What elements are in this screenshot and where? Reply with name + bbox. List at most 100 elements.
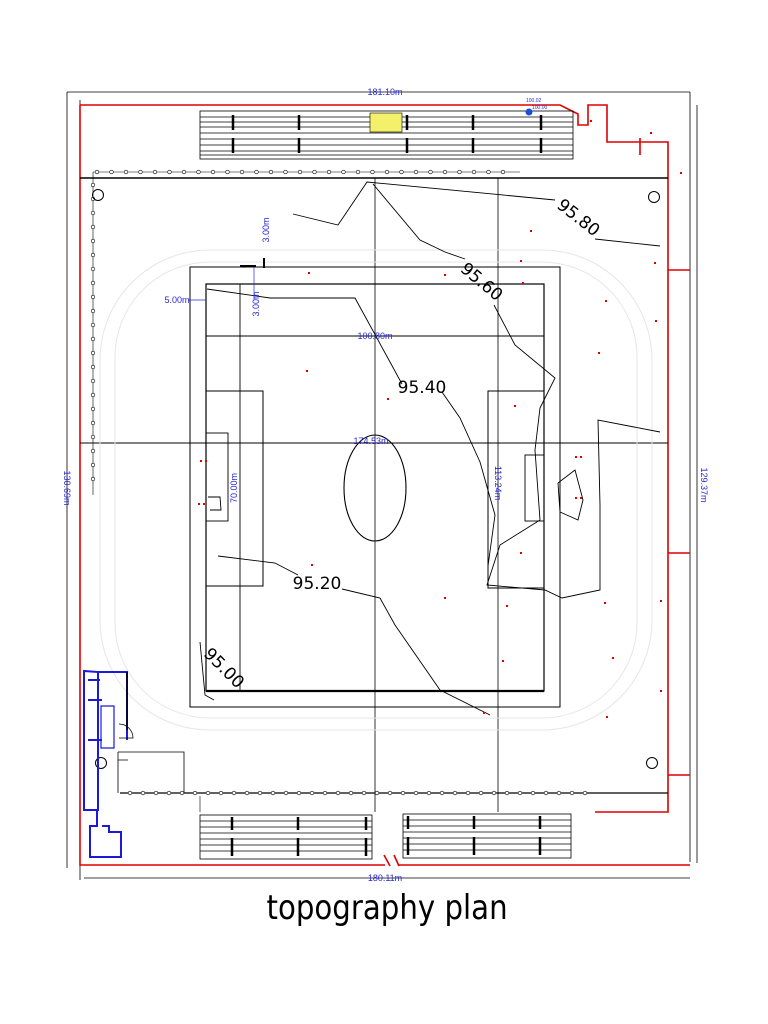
spot-level-marker [444,274,446,276]
center-line-dimension: 174.53m [353,436,388,446]
dimension-frame [66,91,698,880]
spot-level-marker [575,497,577,499]
fence-post [283,169,288,175]
fence-post [152,169,158,175]
fence-post [452,790,458,796]
fence-post [90,238,96,244]
fence-post [90,462,96,468]
fence-post [127,790,133,796]
fence-post [341,169,346,175]
fence-post [90,420,96,426]
south-grandstand-west [199,814,373,860]
fence-post [90,210,96,216]
fence-post [90,364,96,370]
penalty-height-dimension: 70.00m [229,473,239,503]
spot-level-marker [580,497,582,499]
spot-level-marker [198,503,200,505]
contour-label-9540: 95.40 [398,378,447,398]
south-grandstand-east [402,813,572,859]
spot-level-marker [660,690,662,692]
main-lines [80,177,668,812]
fence-post [374,790,380,796]
spot-level-marker [604,602,606,604]
offset-dimension-left: 5.00m [164,295,189,305]
fence-post [491,790,497,796]
spot-level-marker [502,660,504,662]
north-fence [93,169,520,175]
fence-post [231,790,237,796]
benchmark-icon [525,108,533,116]
spot-level-marker [655,320,657,322]
fence-post [439,790,445,796]
field-height-dimension: 113.24m [493,466,503,500]
spot-level-marker [483,712,485,714]
fence-post [90,476,96,482]
fence-post [90,252,96,258]
north-grandstand [199,110,574,160]
spot-level-marker [506,605,508,607]
fence-post [543,790,549,796]
fence-post [400,790,406,796]
drawing-caption: topography plan [266,888,508,928]
fence-post [90,182,96,188]
spot-level-marker [306,370,308,372]
spot-level-marker [311,564,313,566]
fence-post [387,790,393,796]
running-track [99,249,653,731]
spot-level-marker [606,716,608,718]
fence-post [109,169,114,175]
fence-post [90,434,96,440]
fence-post [384,169,390,175]
fence-post [140,790,146,796]
fence-post [582,790,588,796]
spot-level-marker [205,460,207,462]
top-width-dimension: 181.10m [367,87,402,97]
spot-level-marker [530,230,532,232]
fence-post [166,790,172,796]
spot-level-marker [650,132,652,134]
fence-post [90,266,96,272]
fence-post [244,790,250,796]
fence-post [504,790,510,796]
benchmark: 100.02 100.00 [525,98,548,116]
fence-post [239,169,245,175]
fence-post [442,169,448,175]
fence-post [530,790,536,796]
fence-post [196,169,201,175]
fence-post [296,790,302,796]
fence-post [257,790,263,796]
floodlight-masts [92,189,660,769]
fence-post [478,790,484,796]
fence-post [192,790,198,796]
service-building [83,669,185,858]
fence-post [225,169,230,175]
fence-post [94,169,100,175]
fence-post [138,169,143,175]
spot-level-marker [387,398,389,400]
fence-post [297,169,303,175]
fence-post [486,169,491,175]
right-height-dimension: 129.37m [699,467,709,502]
fence-post [326,169,332,175]
contour-lines [199,181,661,716]
fence-post [90,448,96,454]
fence-post [167,169,172,175]
fence-post [348,790,354,796]
fence-post [268,169,274,175]
south-fence [127,790,600,796]
field-width-dimension: 100.80m [357,331,392,341]
contour-label-9580: 95.80 [553,195,604,241]
fence-post [123,169,129,175]
fence-post [283,790,289,796]
spot-level-marker [580,456,582,458]
offset-dimension-b: 3.00m [251,291,261,316]
football-pitch [189,266,561,708]
fence-post [270,790,276,796]
fence-post [205,790,211,796]
fence-post [90,392,96,398]
fence-post [556,790,562,796]
bottom-width-dimension: 180.11m [368,873,402,883]
west-fence [90,172,96,495]
spot-level-marker [522,282,524,284]
fence-post [465,790,471,796]
